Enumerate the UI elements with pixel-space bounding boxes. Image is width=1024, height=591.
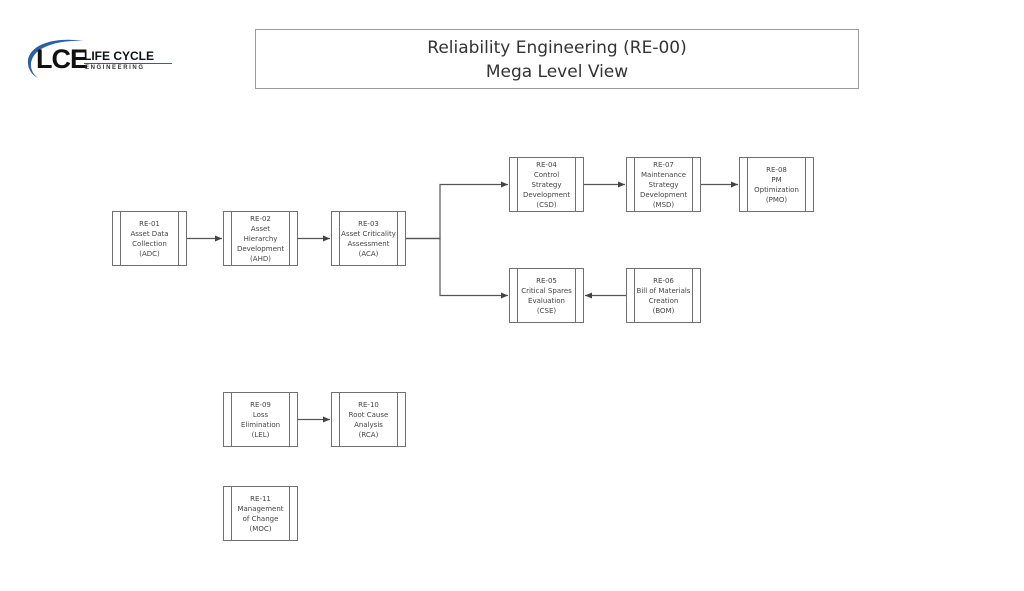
node-label-line: Optimization xyxy=(754,185,799,194)
node-label-line: (CSD) xyxy=(536,200,557,209)
logo-swoosh-icon xyxy=(27,39,84,78)
node-id: RE-11 xyxy=(250,494,271,503)
node-label-line: Development xyxy=(639,190,688,199)
node-label-line: Development xyxy=(236,244,285,253)
node-label-line: of Change xyxy=(242,514,279,523)
node-id: RE-03 xyxy=(358,219,379,228)
node-label-line: Root Cause xyxy=(348,410,389,419)
logo-divider xyxy=(84,63,172,64)
node-id: RE-04 xyxy=(536,160,557,169)
node-label-line: Control xyxy=(533,170,560,179)
node-label-line: Elimination xyxy=(240,420,281,429)
node-label-line: Development xyxy=(522,190,571,199)
node-label-line: (CSE) xyxy=(536,306,557,315)
node-label-line: (RCA) xyxy=(358,430,379,439)
node-label-line: Collection xyxy=(132,239,167,248)
node-id: RE-01 xyxy=(139,219,160,228)
node-label-line: (ADC) xyxy=(139,249,160,258)
node-id: RE-08 xyxy=(766,165,787,174)
node-label-line: Asset Criticality xyxy=(341,229,396,238)
node-label-line: Loss xyxy=(252,410,269,419)
node-id: RE-10 xyxy=(358,400,379,409)
node-label-line: Evaluation xyxy=(528,296,565,305)
node-label-line: Management xyxy=(237,504,284,513)
node-id: RE-09 xyxy=(250,400,271,409)
diagram-title: Reliability Engineering (RE-00) xyxy=(427,38,687,58)
connector-re-03-to-re-05 xyxy=(406,237,508,299)
node-id: RE-07 xyxy=(653,160,674,169)
connector-re-03-to-re-04 xyxy=(406,181,508,240)
node-label-line: Maintenance xyxy=(640,170,687,179)
node-label-line: Critical Spares xyxy=(521,286,572,295)
node-id: RE-02 xyxy=(250,214,271,223)
node-id: RE-06 xyxy=(653,276,674,285)
node-label-line: Asset Data xyxy=(130,229,169,238)
diagram-subtitle: Mega Level View xyxy=(485,62,629,82)
node-label-line: (ACA) xyxy=(358,249,379,258)
node-label-line: (AHD) xyxy=(250,254,271,263)
node-label-line: (MOC) xyxy=(249,524,272,533)
node-label-line: Assessment xyxy=(347,239,390,248)
node-label-line: (PMO) xyxy=(765,195,788,204)
logo-name: LIFE CYCLE xyxy=(84,49,155,63)
node-label-line: Strategy xyxy=(531,180,562,189)
node-label-line: Creation xyxy=(648,296,679,305)
diagram-title-box: Reliability Engineering (RE-00) Mega Lev… xyxy=(255,29,859,89)
node-label-line: Asset Hierarchy xyxy=(243,224,278,243)
node-label-line: (LEL) xyxy=(251,430,270,439)
node-label-line: (BOM) xyxy=(652,306,675,315)
logo-mark: LCE xyxy=(36,44,88,74)
node-label-line: (MSD) xyxy=(652,200,675,209)
node-label-line: Bill of Materials xyxy=(636,286,691,295)
node-label-line: Strategy xyxy=(648,180,679,189)
logo-tagline: ENGINEERING xyxy=(85,65,145,71)
lce-logo: LCE LIFE CYCLE ENGINEERING xyxy=(22,38,172,80)
node-label-line: Analysis xyxy=(354,420,383,429)
node-id: RE-05 xyxy=(536,276,557,285)
node-label-line: PM xyxy=(771,175,782,184)
